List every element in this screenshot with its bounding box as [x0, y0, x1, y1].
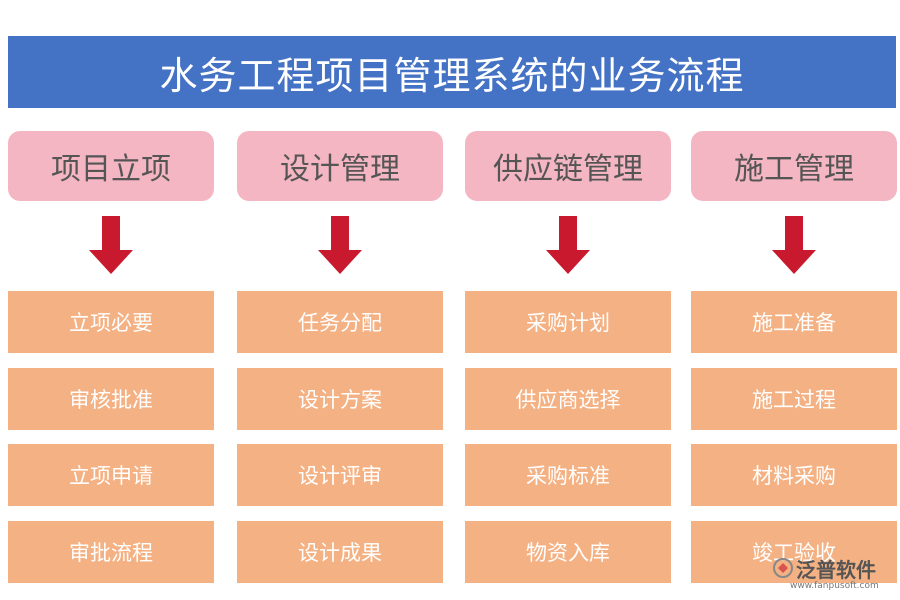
- step-box: 施工准备: [691, 291, 897, 353]
- step-label: 任务分配: [298, 311, 382, 335]
- step-box: 审核批准: [8, 368, 214, 430]
- step-box: 施工过程: [691, 368, 897, 430]
- step-label: 设计方案: [298, 388, 382, 412]
- brand-logo-icon: [773, 558, 793, 578]
- step-label: 立项必要: [69, 311, 153, 335]
- watermark-url: www.fanpusoft.com: [790, 581, 879, 591]
- column-header: 设计管理: [237, 131, 443, 201]
- column-header-label: 供应链管理: [493, 152, 643, 187]
- down-arrow-icon: [546, 216, 590, 274]
- step-label: 采购标准: [526, 464, 610, 488]
- column-supply-chain-management: 供应链管理 采购计划 供应商选择 采购标准 物资入库: [465, 0, 671, 600]
- step-label: 设计成果: [298, 541, 382, 565]
- step-label: 施工过程: [752, 388, 836, 412]
- step-box: 采购标准: [465, 444, 671, 506]
- column-header-label: 项目立项: [51, 152, 171, 187]
- step-box: 立项必要: [8, 291, 214, 353]
- step-label: 设计评审: [298, 464, 382, 488]
- title-bar: 水务工程项目管理系统的业务流程: [8, 36, 896, 108]
- step-box: 供应商选择: [465, 368, 671, 430]
- step-box: 物资入库: [465, 521, 671, 583]
- step-label: 物资入库: [526, 541, 610, 565]
- step-box: 设计成果: [237, 521, 443, 583]
- watermark-logo: 泛普软件 www.fanpusoft.com: [770, 553, 894, 597]
- step-label: 材料采购: [752, 464, 836, 488]
- column-header-label: 设计管理: [280, 152, 400, 187]
- watermark-text: 泛普软件: [796, 558, 876, 582]
- column-construction-management: 施工管理 施工准备 施工过程 材料采购 竣工验收: [691, 0, 897, 600]
- step-label: 审核批准: [69, 388, 153, 412]
- column-header-label: 施工管理: [734, 152, 854, 187]
- step-box: 任务分配: [237, 291, 443, 353]
- step-label: 立项申请: [69, 464, 153, 488]
- step-box: 设计方案: [237, 368, 443, 430]
- column-header: 供应链管理: [465, 131, 671, 201]
- step-label: 施工准备: [752, 311, 836, 335]
- step-box: 材料采购: [691, 444, 897, 506]
- step-box: 立项申请: [8, 444, 214, 506]
- column-header: 项目立项: [8, 131, 214, 201]
- page-title: 水务工程项目管理系统的业务流程: [159, 53, 745, 98]
- column-design-management: 设计管理 任务分配 设计方案 设计评审 设计成果: [237, 0, 443, 600]
- down-arrow-icon: [772, 216, 816, 274]
- step-box: 设计评审: [237, 444, 443, 506]
- step-label: 审批流程: [69, 541, 153, 565]
- step-label: 采购计划: [526, 311, 610, 335]
- step-box: 采购计划: [465, 291, 671, 353]
- step-box: 竣工验收: [691, 521, 897, 583]
- column-project-initiation: 项目立项 立项必要 审核批准 立项申请 审批流程: [8, 0, 214, 600]
- down-arrow-icon: [318, 216, 362, 274]
- down-arrow-icon: [89, 216, 133, 274]
- step-box: 审批流程: [8, 521, 214, 583]
- step-label: 供应商选择: [515, 388, 621, 412]
- column-header: 施工管理: [691, 131, 897, 201]
- step-label: 竣工验收: [752, 541, 836, 565]
